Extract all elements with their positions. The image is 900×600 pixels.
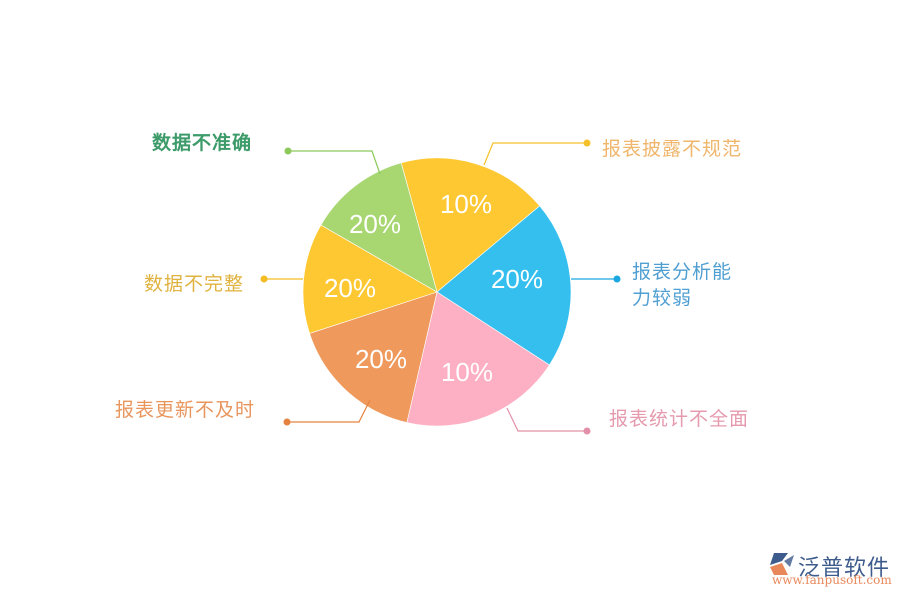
callout-dot-data-inaccurate: [284, 147, 292, 155]
percent-label-right: 20%: [491, 264, 543, 294]
percent-label-top-left: 20%: [349, 209, 401, 239]
percent-label-bottom-right: 10%: [441, 357, 493, 387]
pie-slice-1: [436, 205, 572, 366]
pie-slice-3: [309, 291, 438, 423]
label-data-incomplete: 数据不完整: [144, 273, 245, 295]
callout-dot-analysis: [613, 275, 621, 283]
watermark-brand: 泛普软件: [798, 556, 891, 581]
pie-slice-5: [320, 162, 438, 293]
pie-slice-4: [302, 224, 438, 334]
percent-label-left: 20%: [324, 273, 376, 303]
label-analysis-weak-line2: 力较弱: [632, 287, 693, 309]
label-statistics-incomplete: 报表统计不全面: [609, 408, 750, 430]
callout-dot-statistics: [583, 427, 591, 435]
watermark-logo: 泛普软件 www.fanpusoft.com: [762, 550, 894, 590]
callout-line-data-inaccurate: [288, 150, 381, 175]
callout-line-update: [287, 399, 371, 423]
percent-label-bottom-left: 20%: [355, 344, 407, 374]
pie-slice-0: [400, 157, 541, 293]
label-update-late: 报表更新不及时: [115, 399, 256, 421]
callout-lines: [260, 139, 621, 435]
label-disclosure-irregular: 报表披露不规范: [602, 138, 743, 160]
callout-dot-update: [283, 418, 291, 426]
percent-labels: 10% 20% 10% 20% 20% 20%: [324, 189, 543, 387]
pie-slices: [302, 157, 572, 427]
label-analysis-weak-line1: 报表分析能: [632, 261, 733, 283]
percent-label-top: 10%: [440, 189, 492, 219]
pie-slice-2: [406, 291, 550, 427]
callout-dot-incomplete-data: [260, 275, 268, 283]
fanpu-logo-icon: [770, 553, 794, 575]
callout-dot-disclosure: [583, 139, 591, 147]
label-data-inaccurate: 数据不准确: [152, 132, 253, 154]
watermark-url: www.fanpusoft.com: [772, 573, 892, 587]
callout-line-disclosure: [483, 142, 587, 166]
callout-line-statistics: [506, 407, 587, 432]
